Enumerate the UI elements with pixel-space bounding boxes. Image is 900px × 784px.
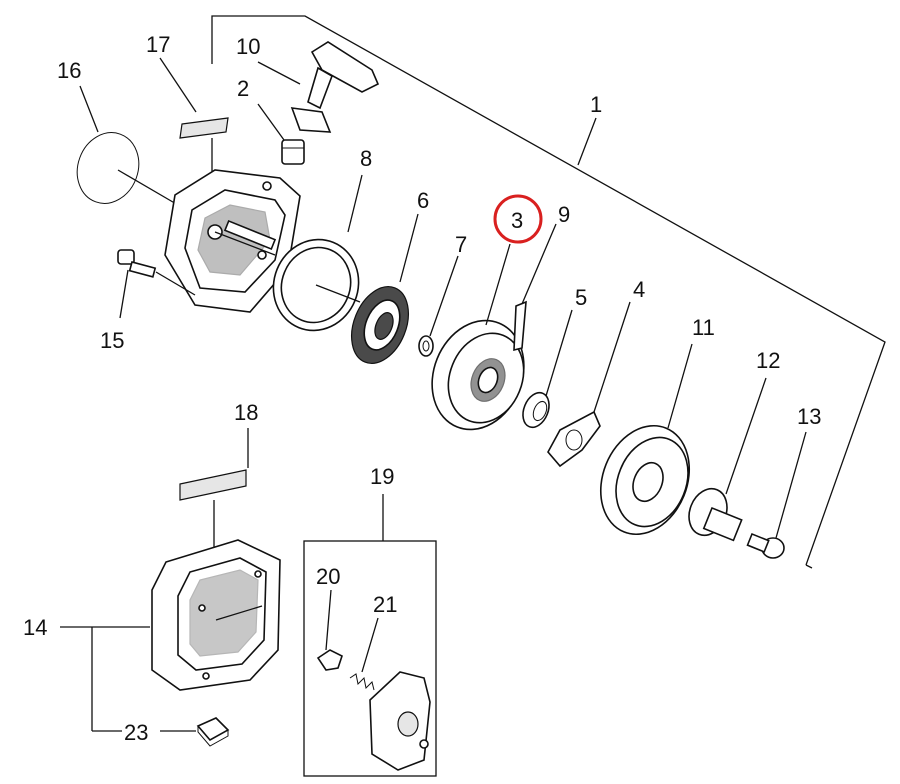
part-10-handle[interactable] [257, 41, 380, 133]
starter-housing[interactable] [164, 169, 301, 313]
callout-9: 9 [558, 202, 570, 227]
callout-18: 18 [234, 400, 258, 425]
part-11-cover[interactable] [585, 343, 705, 548]
part-4-ratchet[interactable] [547, 301, 631, 468]
callout-1: 1 [590, 92, 602, 117]
part-14-cover-housing[interactable] [151, 539, 281, 691]
part-3-pulley[interactable] [416, 243, 540, 443]
part-8-gasket[interactable] [260, 174, 372, 343]
part-7-washer[interactable] [418, 255, 459, 357]
part-20-pawl[interactable] [316, 589, 343, 671]
part-2-bushing[interactable] [257, 103, 305, 165]
part-19-kit-box[interactable] [303, 494, 437, 777]
callout-11: 11 [692, 315, 715, 340]
callout-5: 5 [575, 285, 587, 310]
callout-16: 16 [57, 58, 81, 83]
highlight-circle-3 [493, 194, 543, 244]
part-5-spring[interactable] [518, 309, 573, 431]
callout-4: 4 [633, 277, 645, 302]
part-23-nut[interactable] [196, 717, 230, 747]
part-13-screw[interactable] [746, 431, 807, 559]
part-6-spring[interactable] [341, 213, 419, 372]
callout-10: 10 [236, 34, 260, 59]
callout-labels: 1 2 3 4 5 6 7 8 9 10 11 12 13 14 15 16 1… [23, 32, 821, 745]
callout-15: 15 [100, 328, 124, 353]
part-12-hub[interactable] [682, 377, 767, 542]
callout-23: 23 [124, 720, 148, 745]
callout-19: 19 [370, 464, 394, 489]
callout-14: 14 [23, 615, 47, 640]
bracket-14-23 [60, 626, 196, 732]
callout-6: 6 [417, 188, 429, 213]
callout-8: 8 [360, 146, 372, 171]
part-18-sticker[interactable] [179, 428, 249, 550]
part-21-spring[interactable] [349, 617, 379, 691]
callout-21: 21 [373, 592, 397, 617]
part-16-o-ring[interactable] [67, 124, 179, 212]
callout-13: 13 [797, 404, 821, 429]
callout-2: 2 [237, 76, 249, 101]
callout-20: 20 [316, 564, 340, 589]
callout-3: 3 [511, 208, 523, 233]
callout-17: 17 [146, 32, 170, 57]
assembly-bracket-1 [211, 15, 886, 569]
part-15-bolt[interactable] [117, 249, 196, 319]
leader-lines [79, 57, 597, 166]
callout-7: 7 [455, 232, 467, 257]
part-9-rope[interactable] [513, 223, 557, 352]
callout-12: 12 [756, 348, 780, 373]
